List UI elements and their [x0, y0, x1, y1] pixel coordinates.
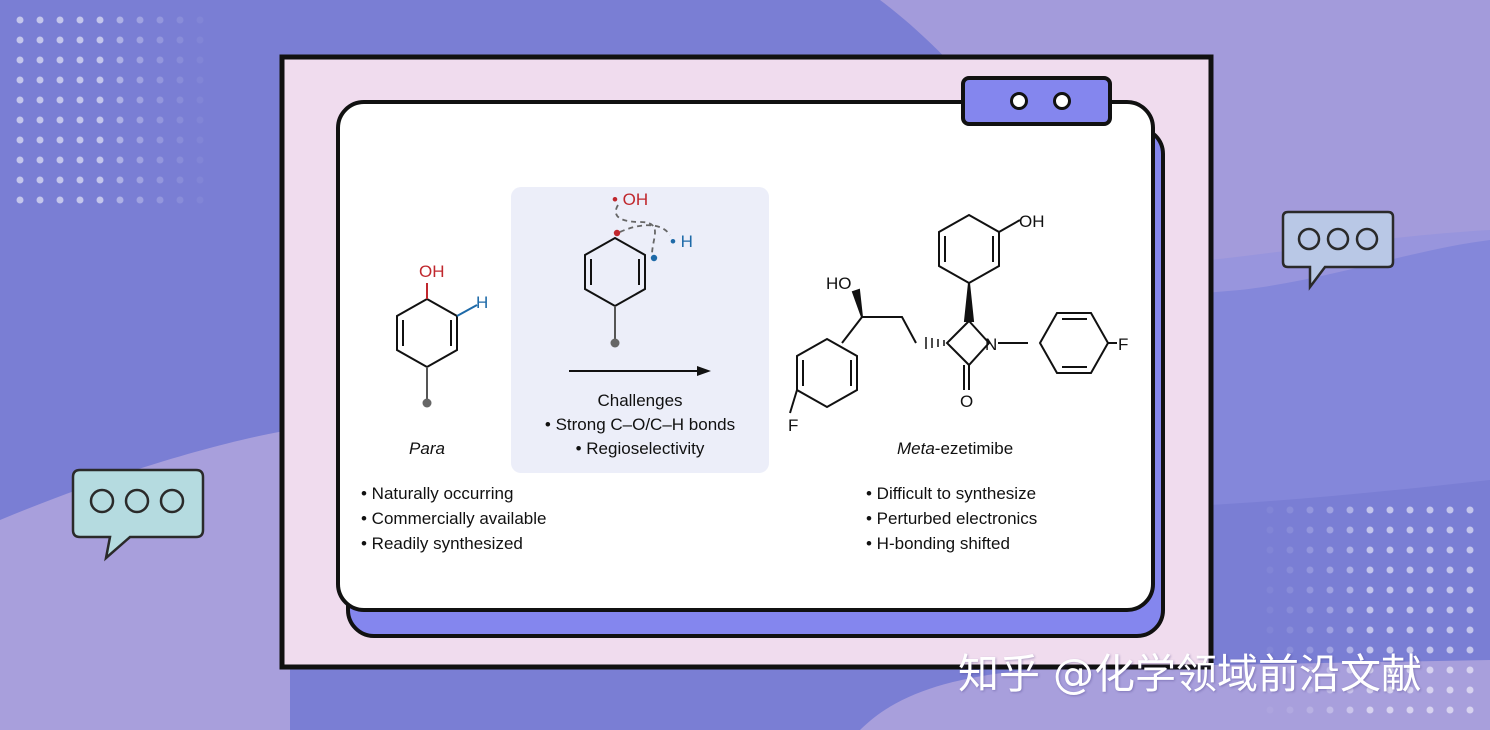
challenge-item-2: • Regioselectivity — [576, 439, 705, 458]
meta-ho-label: HO — [826, 274, 852, 293]
list-item: • H-bonding shifted — [866, 534, 1010, 553]
challenge-item-1: • Strong C–O/C–H bonds — [545, 415, 735, 434]
meta-bullet-list: • Difficult to synthesize • Perturbed el… — [866, 481, 1037, 556]
para-phenol-structure — [396, 283, 478, 408]
meta-ezetimibe-structure — [789, 213, 1117, 414]
speech-bubble-icon-left — [71, 468, 205, 562]
challenge-oh-label: • OH — [612, 190, 648, 209]
watermark: 知乎 @化学领域前沿文献 — [958, 650, 1423, 698]
meta-oh-label: OH — [1019, 212, 1045, 231]
dot-grid-bottom-right — [1266, 506, 1474, 714]
para-h-label: H — [476, 293, 488, 312]
challenge-structure — [584, 204, 671, 348]
para-oh-label: OH — [419, 262, 445, 281]
meta-o-label: O — [960, 392, 973, 411]
challenge-box — [511, 187, 769, 473]
para-caption: Para — [409, 439, 445, 458]
para-bullet-list: • Naturally occurring • Commercially ava… — [361, 481, 546, 556]
meta-caption: Meta-ezetimibe — [897, 439, 1013, 458]
list-item: • Naturally occurring — [361, 484, 514, 503]
meta-n-label: N — [985, 335, 997, 354]
list-item: • Commercially available — [361, 509, 547, 528]
list-item: • Perturbed electronics — [866, 509, 1038, 528]
list-item: • Readily synthesized — [361, 534, 523, 553]
challenge-h-label: • H — [670, 232, 693, 251]
dot-grid-top-left — [16, 16, 204, 204]
challenges-title: Challenges — [597, 391, 682, 410]
meta-f-right-label: F — [1118, 335, 1128, 354]
list-item: • Difficult to synthesize — [866, 484, 1037, 503]
reaction-arrow — [569, 366, 711, 376]
speech-bubble-icon-right — [1281, 210, 1395, 291]
meta-f-left-label: F — [788, 416, 798, 435]
